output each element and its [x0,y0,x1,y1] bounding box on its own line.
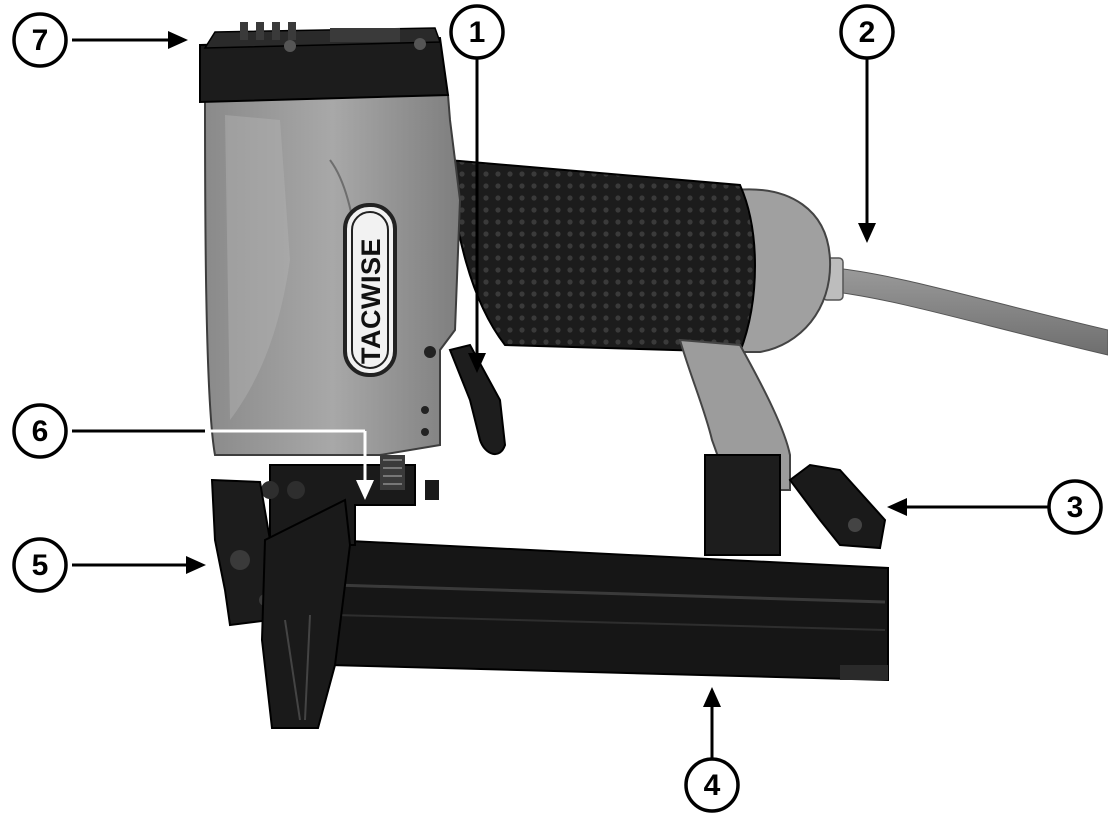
handle-support-arm [678,338,791,491]
callout-7: 7 [12,12,68,68]
callout-2: 2 [839,4,895,60]
handle-grip [446,158,756,354]
callout-1: 1 [449,4,505,60]
callout-6: 6 [12,403,68,459]
magazine-latch [788,463,887,550]
arrow-6 [72,429,374,500]
brand-logo-text: TACWISE [356,238,386,364]
nosepiece [260,498,352,729]
arrow-4 [703,687,721,760]
arrow-1 [468,58,486,373]
arrow-5 [72,556,206,574]
callout-markers: 7 1 2 3 4 5 6 [12,4,1103,813]
callout-4-label: 4 [704,769,721,802]
callout-3: 3 [1047,479,1103,535]
arrow-7 [72,31,188,49]
exhaust-cap [199,22,450,104]
callout-5: 5 [12,537,68,593]
air-hose [822,257,1108,356]
arrow-2 [858,58,876,243]
callout-4: 4 [684,757,740,813]
rear-housing [734,188,832,353]
callout-arrows [72,31,1048,760]
callout-7-label: 7 [32,24,49,57]
brand-logo: TACWISE [343,203,397,377]
magazine-rear-post [704,454,781,556]
callout-2-label: 2 [859,16,876,49]
callout-1-label: 1 [469,16,486,49]
callout-6-label: 6 [32,415,49,448]
magazine [329,538,889,682]
main-body [203,94,462,456]
callout-5-label: 5 [32,549,49,582]
arrow-3 [887,498,1048,516]
trigger [421,343,507,455]
callout-3-label: 3 [1067,491,1084,524]
